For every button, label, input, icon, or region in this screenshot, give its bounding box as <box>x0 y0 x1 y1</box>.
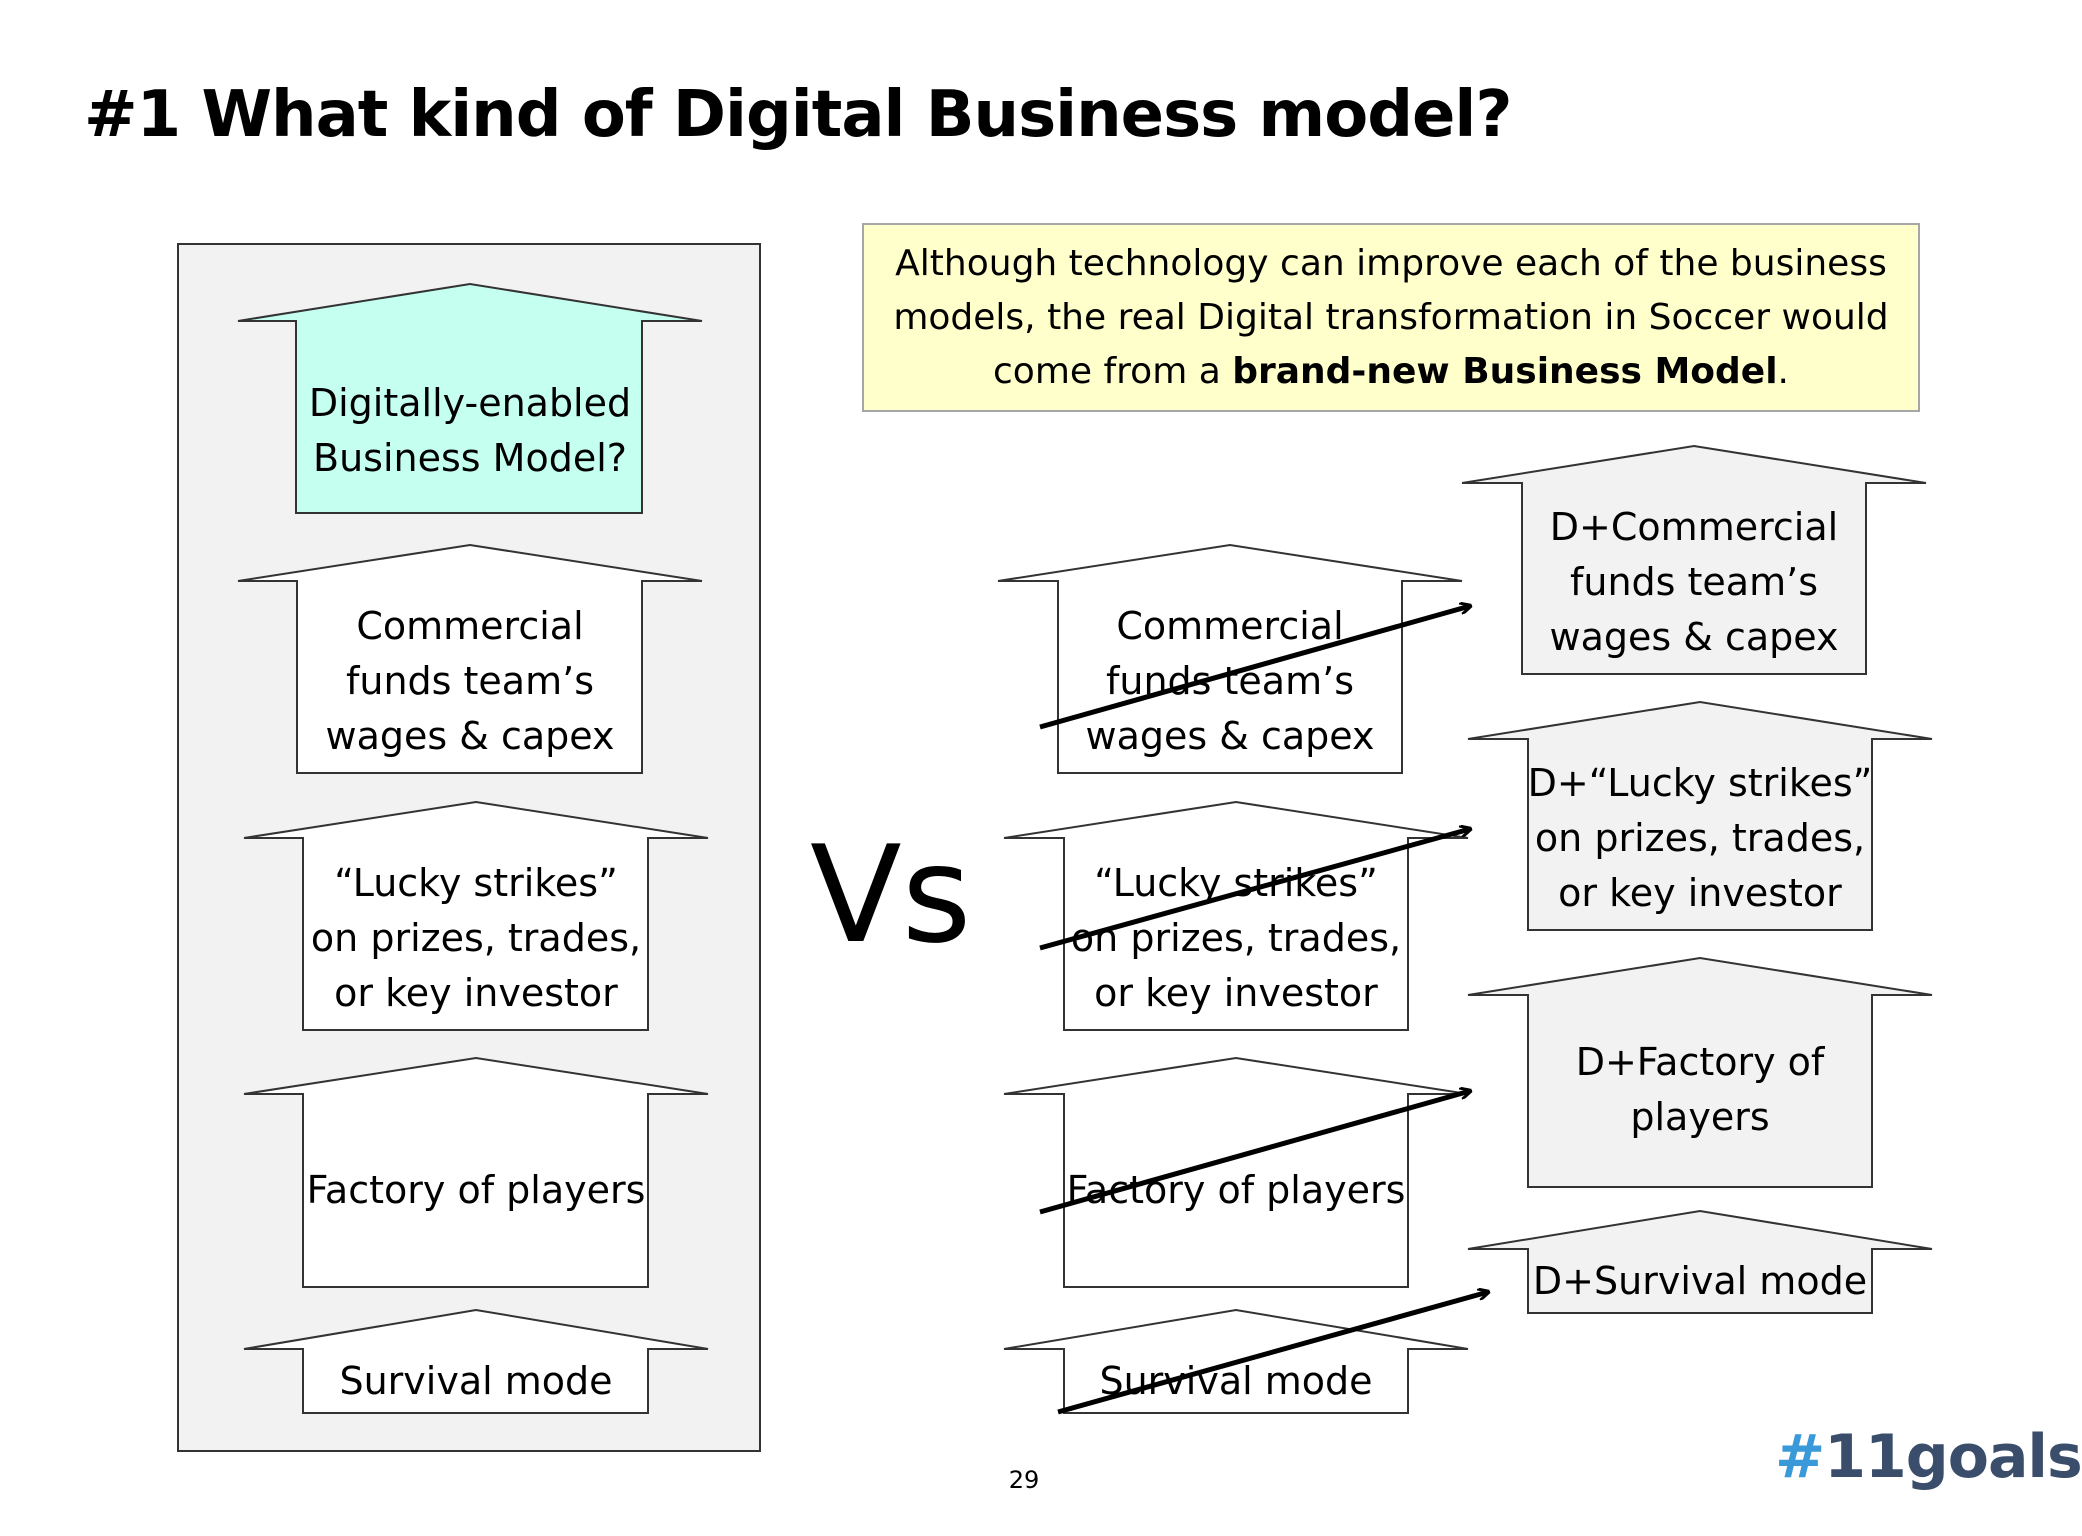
middle-label-commercial: Commercial funds team’s wages & capex <box>1085 604 1375 758</box>
page-number: 29 <box>1008 1466 1040 1494</box>
vs-label: Vs <box>810 817 972 973</box>
arrow-survival <box>1057 1292 1488 1415</box>
middle-shape-2 <box>1003 1056 1469 1288</box>
left-label-lucky-strikes: “Lucky strikes” on prizes, trades, or ke… <box>310 860 642 1015</box>
left-shape-1 <box>237 543 703 774</box>
note-text: Although technology can improve each of … <box>882 237 1900 399</box>
middle-label-factory: Factory of players <box>1066 1167 1406 1212</box>
middle-label-lucky-strikes: “Lucky strikes” on prizes, trades, or ke… <box>1070 860 1402 1015</box>
left-label-survival: Survival mode <box>339 1358 613 1403</box>
right-shape-3 <box>1467 1209 1933 1314</box>
arrow-commercial <box>1039 606 1470 730</box>
note-text-end: . <box>1777 350 1789 392</box>
middle-label-survival: Survival mode <box>1099 1358 1373 1403</box>
right-shape-1 <box>1467 700 1933 931</box>
logo-word: 11goals <box>1824 1422 2082 1492</box>
logo-hash: # <box>1775 1422 1825 1492</box>
note-box: Although technology can improve each of … <box>862 223 1920 412</box>
left-shape-2 <box>243 800 709 1031</box>
right-label-factory: D+Factory of players <box>1575 1040 1825 1139</box>
left-label-factory: Factory of players <box>306 1167 646 1212</box>
note-text-bold: brand-new Business Model <box>1232 350 1778 392</box>
right-label-survival: D+Survival mode <box>1532 1258 1868 1303</box>
left-label-digital: Digitally-enabled Business Model? <box>308 380 632 480</box>
left-shape-0 <box>237 282 703 514</box>
arrow-lucky-strikes <box>1039 829 1470 951</box>
left-shape-3 <box>243 1056 709 1288</box>
right-label-lucky-strikes: D+“Lucky strikes” on prizes, trades, or … <box>1527 760 1873 915</box>
slide-title: #1 What kind of Digital Business model? <box>84 78 1512 152</box>
left-shape-4 <box>243 1308 709 1414</box>
left-label-commercial: Commercial funds team’s wages & capex <box>325 604 615 758</box>
right-shape-0 <box>1461 444 1927 675</box>
middle-shape-1 <box>1003 800 1469 1031</box>
middle-shape-0 <box>997 543 1463 774</box>
note-text-start: Although technology can improve each of … <box>893 242 1889 392</box>
right-label-commercial: D+Commercial funds team’s wages & capex <box>1549 504 1839 659</box>
right-shape-2 <box>1467 956 1933 1188</box>
arrow-factory <box>1039 1091 1470 1215</box>
brand-logo: #11goals <box>1775 1422 2082 1492</box>
